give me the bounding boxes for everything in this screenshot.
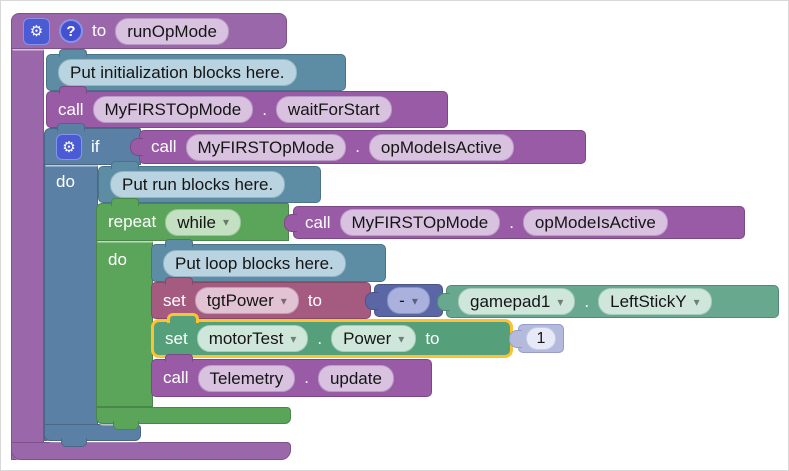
top-connector-notch — [111, 198, 139, 206]
gear-icon[interactable]: ⚙ — [56, 133, 82, 160]
call-telemetry-update-block[interactable]: call Telemetry . update — [151, 354, 432, 397]
dropdown-arrow-icon: ▾ — [398, 331, 405, 346]
device-dropdown[interactable]: gamepad1 ▾ — [458, 288, 576, 315]
top-connector-notch — [167, 313, 199, 323]
to-label: to — [92, 21, 107, 40]
next-connector-bump — [61, 438, 87, 447]
object-field[interactable]: MyFIRSTOpMode — [339, 209, 501, 236]
call-label: call — [151, 137, 177, 156]
top-connector-notch — [111, 161, 139, 169]
value-connector-tab — [284, 213, 297, 232]
call-label: call — [305, 212, 331, 232]
if-block-header[interactable]: ⚙ if — [44, 123, 141, 165]
comment-block-loop[interactable]: Put loop blocks here. — [151, 239, 386, 282]
top-connector-notch — [165, 354, 193, 362]
repeat-block-spine[interactable] — [96, 239, 153, 407]
do-label: do — [56, 172, 75, 191]
repeat-block-foot[interactable] — [96, 407, 291, 430]
dropdown-arrow-icon: ▾ — [557, 294, 564, 309]
procedure-definition-block[interactable]: ⚙ ? to runOpMode — [11, 13, 287, 49]
set-label: set — [163, 290, 186, 310]
variable-dropdown[interactable]: tgtPower ▾ — [194, 287, 299, 314]
value-connector-tab — [509, 329, 522, 348]
method-field[interactable]: opModeIsActive — [368, 133, 514, 161]
value-connector-tab — [130, 138, 143, 156]
comment-text-field[interactable]: Put loop blocks here. — [163, 249, 346, 277]
separator-dot: . — [355, 137, 360, 156]
separator-dot: . — [262, 99, 267, 119]
value-connector-tab — [365, 291, 378, 310]
property-dropdown[interactable]: Power ▾ — [331, 325, 417, 352]
comment-block-init[interactable]: Put initialization blocks here. — [46, 49, 346, 91]
comment-text-field[interactable]: Put initialization blocks here. — [58, 59, 297, 86]
next-connector-bump — [113, 421, 139, 430]
number-shadow-block[interactable]: 1 — [509, 324, 564, 353]
comment-text-field[interactable]: Put run blocks here. — [110, 171, 286, 198]
call-label: call — [58, 99, 84, 119]
separator-dot: . — [304, 368, 309, 387]
repeat-label: repeat — [108, 212, 157, 231]
separator-dot: . — [584, 291, 590, 311]
call-waitforstart-block[interactable]: call MyFIRSTOpMode . waitForStart — [46, 86, 448, 128]
top-connector-notch — [165, 239, 193, 247]
set-motor-power-block[interactable]: set motorTest ▾ . Power ▾ to — [151, 313, 513, 358]
gamepad-property-block[interactable]: gamepad1 ▾ . LeftStickY ▾ — [437, 285, 779, 318]
method-field[interactable]: opModeIsActive — [522, 209, 668, 236]
repeat-mode-dropdown[interactable]: while ▾ — [165, 208, 241, 236]
set-label: set — [165, 328, 188, 348]
object-field[interactable]: Telemetry — [197, 364, 296, 392]
do-label: do — [108, 250, 127, 269]
number-field[interactable]: 1 — [526, 327, 556, 350]
object-field[interactable]: MyFIRSTOpMode — [92, 96, 254, 123]
procedure-block-spine[interactable] — [11, 31, 44, 460]
if-label: if — [91, 136, 100, 156]
negate-block[interactable]: - ▾ — [365, 284, 443, 317]
procedure-block-foot[interactable] — [11, 442, 291, 460]
gear-icon[interactable]: ⚙ — [23, 17, 50, 45]
object-field[interactable]: MyFIRSTOpMode — [185, 133, 347, 161]
repeat-condition-call-block[interactable]: call MyFIRSTOpMode . opModeIsActive — [284, 206, 745, 239]
comment-block-run[interactable]: Put run blocks here. — [98, 161, 321, 203]
separator-dot: . — [509, 212, 514, 232]
separator-dot: . — [317, 328, 323, 348]
operator-dropdown[interactable]: - ▾ — [387, 287, 430, 314]
to-label: to — [307, 290, 322, 310]
device-dropdown[interactable]: motorTest ▾ — [196, 325, 309, 352]
dropdown-arrow-icon: ▾ — [693, 294, 700, 309]
help-icon[interactable]: ? — [59, 19, 83, 43]
top-connector-notch — [165, 277, 193, 285]
dropdown-arrow-icon: ▾ — [222, 215, 229, 229]
method-field[interactable]: update — [317, 364, 394, 392]
if-block-spine[interactable] — [44, 161, 98, 441]
top-connector-notch — [59, 49, 87, 57]
value-connector-tab — [437, 292, 450, 311]
set-variable-block[interactable]: set tgtPower ▾ to — [151, 277, 371, 319]
dropdown-arrow-icon: ▾ — [290, 331, 297, 346]
repeat-block-header[interactable]: repeat while ▾ — [96, 198, 289, 241]
dropdown-arrow-icon: ▾ — [280, 293, 287, 308]
call-label: call — [163, 368, 189, 387]
top-connector-notch — [57, 123, 85, 131]
if-condition-call-block[interactable]: call MyFIRSTOpMode . opModeIsActive — [130, 130, 586, 164]
method-field[interactable]: waitForStart — [275, 96, 392, 123]
top-connector-notch — [59, 86, 87, 94]
procedure-name-field[interactable]: runOpMode — [115, 17, 229, 45]
dropdown-arrow-icon: ▾ — [411, 293, 418, 308]
property-dropdown[interactable]: LeftStickY ▾ — [598, 288, 712, 315]
to-label: to — [425, 328, 440, 348]
